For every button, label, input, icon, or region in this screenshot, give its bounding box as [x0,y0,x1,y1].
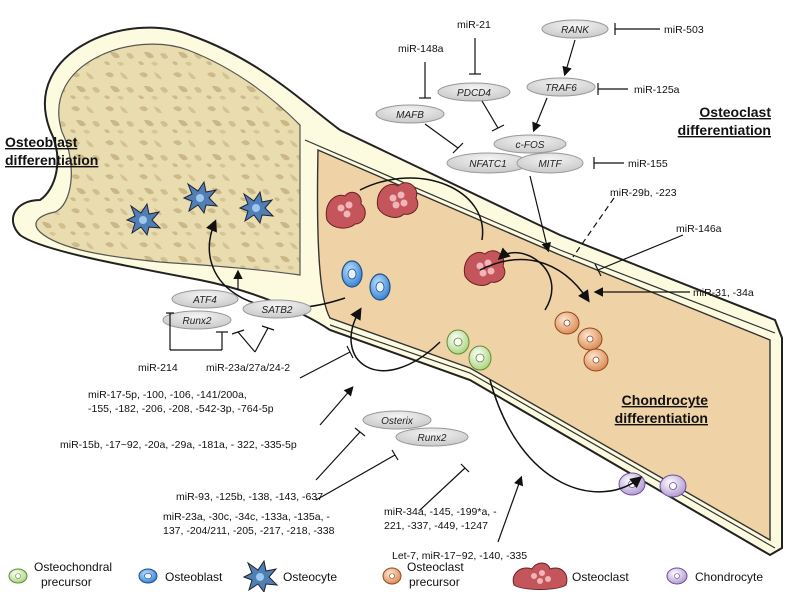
mirna-17-block-line2: -155, -182, -206, -208, -542-3p, -764-5p [88,403,274,415]
osteoclast-precursor-cell-3 [583,348,609,372]
gene-pdcd4: PDCD4 [437,82,511,102]
svg-text:Osteoblast: Osteoblast [5,134,78,150]
mirna-23a-block-line2: 137, -204/211, -205, -217, -218, -338 [163,525,335,537]
osteocyte-icon [242,559,279,594]
marrow-cavity [316,148,771,542]
legend: Osteochondral precursor Osteoblast Osteo… [8,559,763,594]
gene-cfos: c-FOS [493,134,567,154]
svg-text:Osteoblast: Osteoblast [165,570,223,584]
regulation-lines [419,23,690,297]
svg-text:PDCD4: PDCD4 [457,88,491,99]
osteoclast-arc-top [359,177,484,241]
svg-text:differentiation: differentiation [5,152,98,168]
svg-text:SATB2: SATB2 [262,305,293,316]
svg-text:MAFB: MAFB [396,110,424,121]
title-chondrocyte: Chondrocyte differentiation [615,392,709,426]
osteochondral-precursor-cell-1 [446,329,470,355]
legend-item-osteoblast: Osteoblast [138,568,223,584]
mirna-34a-block-line1: miR-34a, -145, -199*a, - [384,506,497,518]
osteochondral-precursor-icon [8,568,28,584]
svg-text:precursor: precursor [409,575,460,589]
mirna-31-34a: miR-31, -34a [693,287,754,299]
mirna-21: miR-21 [457,19,491,31]
svg-text:Runx2: Runx2 [418,433,447,444]
chondrocyte-cell-2 [659,474,687,498]
svg-text:Osteoclast: Osteoclast [407,560,464,574]
osteoclast-precursor-icon [382,567,402,585]
title-osteoblast: Osteoblast differentiation [5,134,98,168]
spongy-bone [35,43,301,276]
osteoclast-precursor-cell-2 [577,327,603,351]
gene-traf6: TRAF6 [526,77,596,97]
osteoblast-arc [205,219,346,309]
osteocyte-cell-3 [238,190,275,225]
mirna-503: miR-503 [664,24,704,36]
chondrocyte-icon [666,567,688,585]
mirna-15b: miR-15b, -17~92, -20a, -29a, -181a, - 32… [60,439,297,451]
osteocyte-cell-2 [182,180,219,215]
legend-item-osteochondral-precursor: Osteochondral precursor [8,560,112,589]
regulation-lines-lower [166,269,524,543]
osteoclast-cell-2 [376,182,419,218]
gene-runx2-left: Runx2 [162,310,232,330]
mirna-214: miR-214 [138,362,178,374]
osteoblast-cell-1 [341,260,363,288]
mirna-17-block-line1: miR-17-5p, -100, -106, -141/200a, [88,389,247,401]
legend-item-osteoclast-precursor: Osteoclast precursor [382,560,464,589]
mirna-155: miR-155 [628,158,668,170]
gene-runx2-bottom: Runx2 [395,427,469,447]
svg-text:NFATC1: NFATC1 [469,159,506,170]
svg-text:TRAF6: TRAF6 [545,83,577,94]
mirna-let7: Let-7, miR-17~92, -140, -335 [392,550,527,562]
legend-item-osteocyte: Osteocyte [242,559,337,594]
svg-text:Osteochondral: Osteochondral [34,560,112,574]
gene-rank: RANK [541,19,609,39]
osteoclast-cell-1 [325,191,366,229]
svg-text:MITF: MITF [538,159,562,170]
osteoblast-maturation-arc [350,307,441,372]
gene-mitf: MITF [516,152,584,174]
svg-text:ATF4: ATF4 [192,295,217,306]
gene-atf4: ATF4 [171,289,239,309]
gene-mafb: MAFB [375,104,445,124]
mirna-23a-block-line1: miR-23a, -30c, -34c, -133a, -135a, - [163,511,330,523]
gene-osterix: Osterix [362,410,432,430]
svg-text:Chondrocyte: Chondrocyte [695,570,763,584]
osteoclast-precursor-arc [479,258,590,303]
osteocyte-cell-1 [125,202,162,237]
osteoblast-icon [138,568,158,584]
svg-text:Osteoclast: Osteoclast [572,570,629,584]
svg-text:differentiation: differentiation [615,410,708,426]
osteochondral-precursor-cell-2 [468,345,492,371]
osteoclast-precursor-cell-1 [554,311,580,335]
title-osteoclast: Osteoclast differentiation [678,104,772,138]
svg-text:differentiation: differentiation [678,122,771,138]
legend-item-chondrocyte: Chondrocyte [666,567,763,585]
svg-text:RANK: RANK [561,25,590,36]
osteoblast-cell-2 [369,273,391,301]
mirna-29b-223: miR-29b, -223 [610,187,677,199]
mirna-23a-cluster: miR-23a/27a/24-2 [206,362,290,374]
gene-satb2: SATB2 [242,299,312,319]
mirna-125a: miR-125a [634,84,680,96]
svg-text:precursor: precursor [41,575,92,589]
svg-text:Osterix: Osterix [381,416,414,427]
osteoclast-icon [512,562,568,590]
svg-text:Chondrocyte: Chondrocyte [622,392,709,408]
svg-text:c-FOS: c-FOS [516,140,545,151]
chondrocyte-arc [489,379,643,493]
svg-text:Osteoclast: Osteoclast [699,104,771,120]
svg-text:Runx2: Runx2 [183,316,212,327]
mirna-148a: miR-148a [398,43,444,55]
inner-cortex-line [304,139,776,334]
mirna-34a-block-line2: 221, -337, -449, -1247 [384,520,488,532]
mirna-146a: miR-146a [676,223,722,235]
mirna-93: miR-93, -125b, -138, -143, -637 [176,491,323,503]
legend-item-osteoclast: Osteoclast [512,562,629,590]
svg-text:Osteocyte: Osteocyte [283,570,337,584]
